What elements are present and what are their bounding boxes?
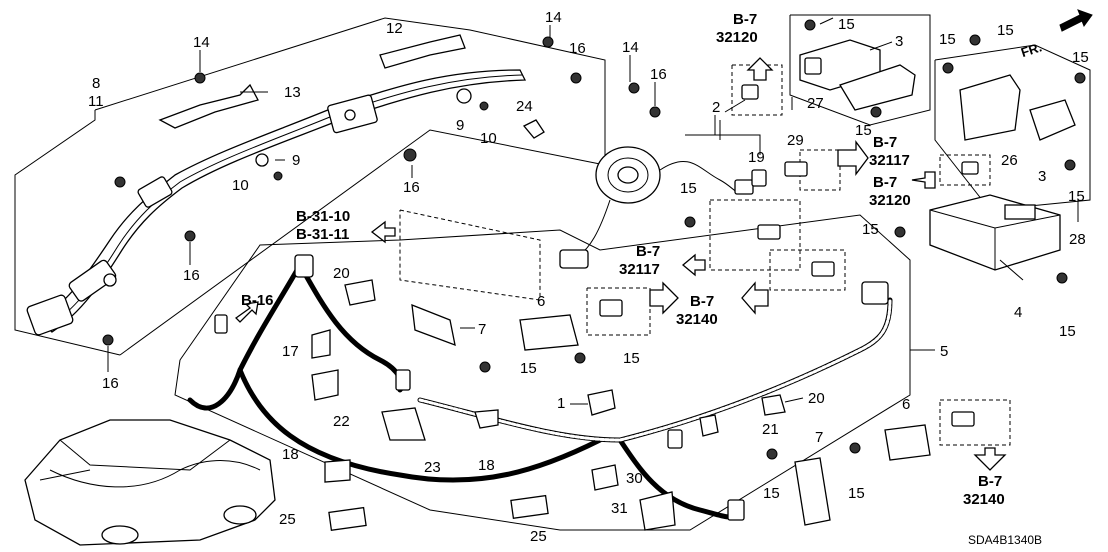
part-number-labels: 1 2 3 3 4 5 6 6 7 7 8 11 9 9 10 10 12 13… xyxy=(88,9,1089,545)
label-14: 14 xyxy=(193,34,210,51)
label-16: 16 xyxy=(403,179,420,196)
ref-callout: B-16 xyxy=(241,292,274,309)
srs-unit xyxy=(929,194,1068,284)
label-3: 3 xyxy=(895,33,903,50)
ref-callout-bottom: 32120 xyxy=(869,192,911,209)
label-16: 16 xyxy=(183,267,200,284)
left-arrow-icon xyxy=(681,253,706,277)
label-22: 22 xyxy=(333,413,350,430)
ref-callout-bottom: B-31-11 xyxy=(296,226,349,243)
label-7: 7 xyxy=(478,321,486,338)
left-arrow-icon xyxy=(911,171,936,189)
label-15: 15 xyxy=(763,485,780,502)
label-15: 15 xyxy=(848,485,865,502)
ref-callout-top: B-31-10 xyxy=(296,208,350,225)
right-arrow-icon xyxy=(649,281,679,315)
label-27: 27 xyxy=(807,95,824,112)
reference-arrows xyxy=(234,9,1093,471)
up-arrow-icon xyxy=(746,57,774,81)
ref-callout-bottom: 32120 xyxy=(716,29,758,46)
label-7: 7 xyxy=(815,429,823,446)
label-15: 15 xyxy=(680,180,697,197)
label-28: 28 xyxy=(1069,231,1086,248)
label-15: 15 xyxy=(838,16,855,33)
label-11: 11 xyxy=(88,93,104,110)
up-right-arrow-icon xyxy=(234,301,259,323)
label-20: 20 xyxy=(333,265,350,282)
label-12: 12 xyxy=(386,20,403,37)
label-15: 15 xyxy=(855,122,872,139)
cable-reel-assembly xyxy=(559,146,767,269)
label-15: 15 xyxy=(623,350,640,367)
label-29: 29 xyxy=(787,132,804,149)
label-8: 8 xyxy=(92,75,100,92)
label-15: 15 xyxy=(1068,188,1085,205)
label-5: 5 xyxy=(940,343,948,360)
label-2: 2 xyxy=(712,99,720,116)
ref-callout-bottom: 32140 xyxy=(963,491,1005,508)
label-23: 23 xyxy=(424,459,441,476)
ref-callout-top: B-7 xyxy=(873,174,897,191)
leader-lines xyxy=(107,17,1079,405)
label-10: 10 xyxy=(480,130,497,147)
ref-callout-bottom: 32117 xyxy=(869,152,910,169)
label-15: 15 xyxy=(1072,49,1089,66)
label-26: 26 xyxy=(1001,152,1018,169)
label-9: 9 xyxy=(292,152,300,169)
label-15: 15 xyxy=(862,221,879,238)
label-6: 6 xyxy=(902,396,910,413)
label-15: 15 xyxy=(1059,323,1076,340)
reference-callouts: B-7 32120 B-7 32117 B-7 32120 B-31-10 B-… xyxy=(241,11,1044,547)
down-arrow-icon xyxy=(973,447,1007,471)
ref-callout-top: B-7 xyxy=(873,134,897,151)
label-16: 16 xyxy=(650,66,667,83)
ref-callout-top: B-7 xyxy=(978,473,1002,490)
ref-callout-top: B-7 xyxy=(690,293,714,310)
front-arrow-icon xyxy=(1059,9,1093,32)
label-25: 25 xyxy=(279,511,296,528)
label-10: 10 xyxy=(232,177,249,194)
side-impact-sensors xyxy=(799,19,1086,171)
label-4: 4 xyxy=(1014,304,1022,321)
curtain-airbag-assembly xyxy=(26,34,661,346)
label-6: 6 xyxy=(537,293,545,310)
label-13: 13 xyxy=(284,84,301,101)
diagram-code: SDA4B1340B xyxy=(968,533,1042,547)
label-20: 20 xyxy=(808,390,825,407)
label-24: 24 xyxy=(516,98,533,115)
front-indicator: FR. xyxy=(1019,39,1044,60)
label-21: 21 xyxy=(762,421,779,438)
label-17: 17 xyxy=(282,343,299,360)
right-arrow-icon xyxy=(837,140,869,176)
left-arrow-icon xyxy=(741,281,769,315)
label-19: 19 xyxy=(748,149,765,166)
label-25: 25 xyxy=(530,528,547,545)
label-15: 15 xyxy=(520,360,537,377)
label-16: 16 xyxy=(102,375,119,392)
label-3: 3 xyxy=(1038,168,1046,185)
label-14: 14 xyxy=(622,39,639,56)
label-1: 1 xyxy=(557,395,565,412)
label-9: 9 xyxy=(456,117,464,134)
label-15: 15 xyxy=(939,31,956,48)
car-silhouette xyxy=(24,419,276,546)
floor-harness xyxy=(187,254,893,521)
label-31: 31 xyxy=(611,500,628,517)
group-outlines xyxy=(14,14,1091,531)
label-18: 18 xyxy=(478,457,495,474)
misc-components xyxy=(311,84,979,532)
ref-callout-top: B-7 xyxy=(733,11,757,28)
label-18: 18 xyxy=(282,446,299,463)
label-30: 30 xyxy=(626,470,643,487)
label-14: 14 xyxy=(545,9,562,26)
ref-callout-top: B-7 xyxy=(636,243,660,260)
left-arrow-icon xyxy=(370,220,396,244)
label-15: 15 xyxy=(997,22,1014,39)
ref-callout-bottom: 32140 xyxy=(676,311,718,328)
ref-callout-bottom: 32117 xyxy=(619,261,660,278)
label-16: 16 xyxy=(569,40,586,57)
